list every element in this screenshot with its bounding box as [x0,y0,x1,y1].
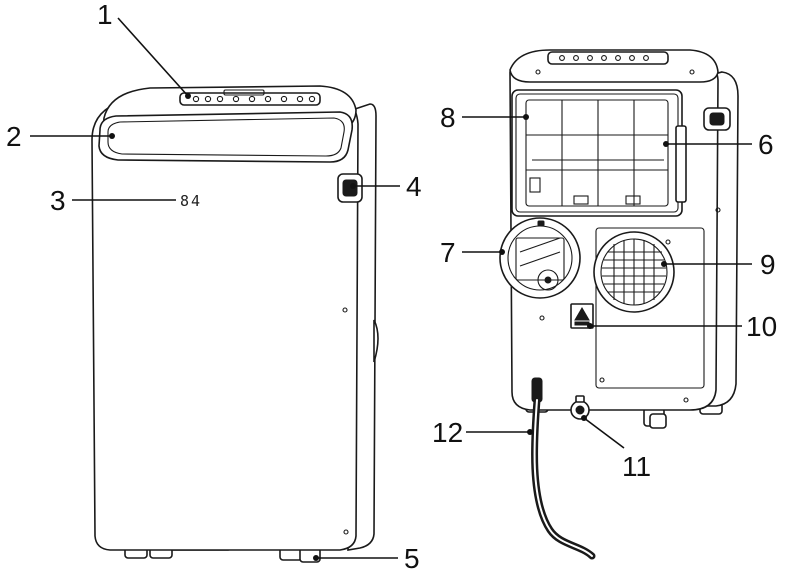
back-unit-upper-filter-grille [511,89,687,217]
callout-label-4: 4 [406,171,422,202]
callout-label-3: 3 [50,185,66,216]
callout-label-12: 12 [432,417,463,448]
callout-label-8: 8 [440,102,456,133]
back-unit-power-cord [531,377,596,560]
front-unit-control-panel [179,89,321,106]
back-unit-side-handle [703,107,731,131]
back-unit-warning-label [570,303,594,329]
callout-label-2: 2 [6,121,22,152]
callout-label-10: 10 [746,311,777,342]
front-unit-side-handle [337,173,363,203]
callout-label-7: 7 [440,237,456,268]
front-unit-air-outlet [98,111,354,163]
callout-label-1: 1 [97,0,113,30]
callout-label-5: 5 [404,543,420,574]
front-unit-display-readout: 84 [180,192,202,210]
back-unit-lower-panel [595,227,705,389]
back-unit-control-panel [547,51,669,65]
callout-label-6: 6 [758,129,774,160]
callout-leaders [30,17,752,561]
back-unit-intake-grille [593,231,675,313]
back-unit [499,49,739,560]
front-unit: 84 [91,85,379,563]
callout-labels: 1 2 3 4 5 6 7 8 9 10 11 12 [6,0,777,574]
back-unit-drain-outlet [570,395,590,420]
back-unit-exhaust-port [499,217,581,299]
callout-label-9: 9 [760,249,776,280]
callout-label-11: 11 [622,451,651,482]
